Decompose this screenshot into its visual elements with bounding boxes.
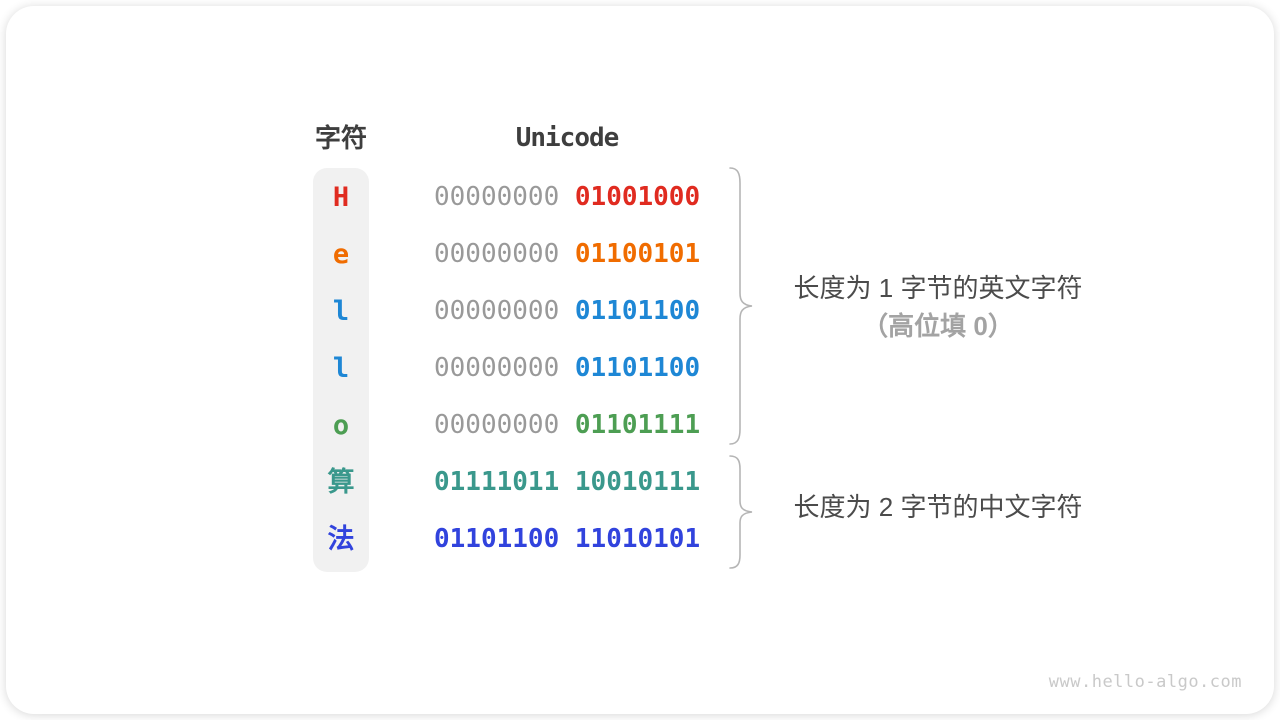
char-cell: H bbox=[332, 182, 350, 213]
annotation-two-byte-line1: 长度为 2 字节的中文字符 bbox=[793, 492, 1083, 522]
binary-value: 00000000 01101111 bbox=[434, 397, 700, 454]
binary-byte1: 00000000 bbox=[434, 353, 560, 383]
char-cell: 法 bbox=[327, 524, 355, 555]
binary-byte2: 01100101 bbox=[574, 239, 701, 269]
char-column-background bbox=[313, 168, 369, 572]
brace-two-byte-group bbox=[729, 455, 753, 569]
binary-byte2: 10010111 bbox=[574, 467, 701, 497]
brace-one-byte-group bbox=[729, 167, 753, 445]
byte-gap bbox=[559, 467, 575, 497]
annotation-one-byte-line1: 长度为 1 字节的英文字符 bbox=[793, 273, 1083, 303]
column-header-char: 字符 bbox=[314, 123, 367, 153]
char-cell: 算 bbox=[327, 467, 355, 498]
binary-byte2: 01101100 bbox=[574, 353, 701, 383]
table-row: 算 01111011 10010111 bbox=[6, 454, 1274, 511]
watermark-url: www.hello-algo.com bbox=[1048, 672, 1242, 692]
binary-byte1: 00000000 bbox=[434, 410, 560, 440]
byte-gap bbox=[559, 524, 575, 554]
table-row: 法 01101100 11010101 bbox=[6, 511, 1274, 568]
binary-byte2: 01101100 bbox=[574, 296, 701, 326]
char-cell: l bbox=[332, 353, 350, 384]
binary-byte1: 00000000 bbox=[434, 296, 560, 326]
binary-byte1: 00000000 bbox=[434, 239, 560, 269]
binary-value: 00000000 01101100 bbox=[434, 340, 700, 397]
binary-byte1: 01101100 bbox=[434, 524, 560, 554]
binary-byte1: 01111011 bbox=[434, 467, 560, 497]
binary-value: 00000000 01001000 bbox=[434, 169, 700, 226]
byte-gap bbox=[559, 410, 575, 440]
table-row: H 00000000 01001000 bbox=[6, 169, 1274, 226]
binary-value: 01101100 11010101 bbox=[434, 511, 700, 568]
binary-value: 01111011 10010111 bbox=[434, 454, 700, 511]
binary-byte2: 11010101 bbox=[574, 524, 701, 554]
binary-byte2: 01001000 bbox=[574, 182, 701, 212]
binary-byte2: 01101111 bbox=[574, 410, 701, 440]
annotation-two-byte: 长度为 2 字节的中文字符 bbox=[762, 488, 1114, 526]
char-cell: o bbox=[332, 410, 350, 441]
table-row: l 00000000 01101100 bbox=[6, 283, 1274, 340]
table-row: o 00000000 01101111 bbox=[6, 397, 1274, 454]
table-row: l 00000000 01101100 bbox=[6, 340, 1274, 397]
binary-byte1: 00000000 bbox=[434, 182, 560, 212]
column-header-unicode: Unicode bbox=[515, 123, 620, 153]
annotation-one-byte: 长度为 1 字节的英文字符 （高位填 0） bbox=[762, 269, 1114, 345]
byte-gap bbox=[559, 353, 575, 383]
char-cell: e bbox=[332, 239, 350, 270]
byte-gap bbox=[559, 296, 575, 326]
byte-gap bbox=[559, 239, 575, 269]
binary-value: 00000000 01101100 bbox=[434, 283, 700, 340]
binary-value: 00000000 01100101 bbox=[434, 226, 700, 283]
char-cell: l bbox=[332, 296, 350, 327]
byte-gap bbox=[559, 182, 575, 212]
table-row: e 00000000 01100101 bbox=[6, 226, 1274, 283]
annotation-one-byte-line2: （高位填 0） bbox=[862, 311, 1014, 341]
diagram-card: 字符 Unicode H 00000000 01001000 e 0000000… bbox=[6, 6, 1274, 714]
